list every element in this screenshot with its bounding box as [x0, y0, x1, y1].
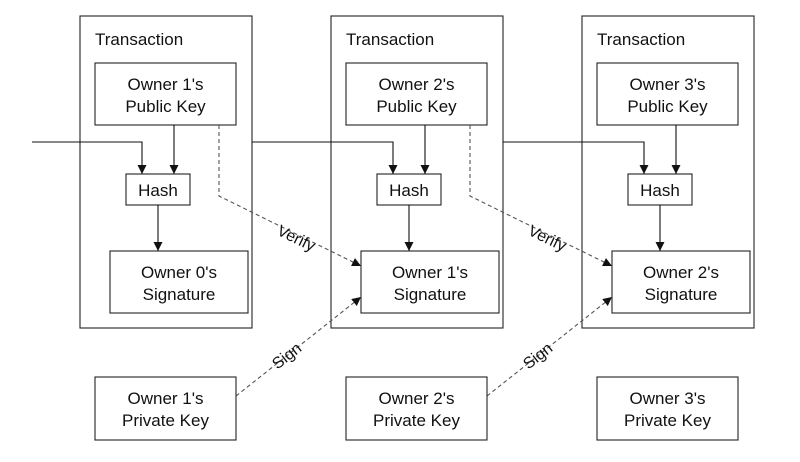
private-key-3: Owner 3's Private Key	[596, 376, 739, 441]
transaction-2-public-key-line2: Public Key	[376, 97, 457, 116]
transaction-2-public-key-line1: Owner 2's	[379, 75, 455, 94]
private-key-2-line1: Owner 2's	[379, 389, 455, 408]
transaction-1: Transaction Owner 1's Public Key Hash Ow…	[79, 15, 253, 329]
private-key-3-box	[596, 376, 739, 441]
transaction-1-signature-box	[109, 250, 249, 314]
transaction-2-signature-box	[360, 250, 500, 314]
transaction-1-signature-line1: Owner 0's	[141, 263, 217, 282]
transaction-3-hash-box	[627, 173, 693, 206]
transaction-3-public-key-box	[596, 62, 739, 126]
transaction-2-hash-label: Hash	[389, 181, 429, 200]
transaction-2-hash-box	[376, 173, 442, 206]
transaction-2: Transaction Owner 2's Public Key Hash Ow…	[330, 15, 504, 329]
chain-link-transaction-2-to-3	[503, 141, 649, 174]
private-key-3-line2: Private Key	[624, 411, 711, 430]
sign-label-1: Sign	[269, 340, 305, 373]
private-key-1-line2: Private Key	[122, 411, 209, 430]
transaction-3-signature-box	[611, 250, 751, 314]
transaction-1-public-key-box	[94, 62, 237, 126]
private-key-1-box	[94, 376, 237, 441]
transaction-3-public-key-line2: Public Key	[627, 97, 708, 116]
transaction-3-hash-label: Hash	[640, 181, 680, 200]
transaction-2-signature-line1: Owner 1's	[392, 263, 468, 282]
transaction-2-signature-line2: Signature	[394, 285, 467, 304]
transaction-1-public-key-line1: Owner 1's	[128, 75, 204, 94]
private-key-2-box	[345, 376, 488, 441]
private-key-3-line1: Owner 3's	[630, 389, 706, 408]
private-key-1-line1: Owner 1's	[128, 389, 204, 408]
transaction-1-title: Transaction	[95, 30, 183, 49]
transaction-1-signature-line2: Signature	[143, 285, 216, 304]
transaction-3-title: Transaction	[597, 30, 685, 49]
verify-label-2: Verify	[525, 223, 568, 256]
transaction-3-signature-line2: Signature	[645, 285, 718, 304]
verify-arrow-1	[218, 125, 362, 267]
transaction-3: Transaction Owner 3's Public Key Hash Ow…	[581, 15, 755, 329]
verify-label-1: Verify	[274, 223, 317, 256]
private-key-1: Owner 1's Private Key	[94, 376, 237, 441]
transaction-3-signature-line1: Owner 2's	[643, 263, 719, 282]
transaction-2-public-key-box	[345, 62, 488, 126]
transaction-2-title: Transaction	[346, 30, 434, 49]
transaction-1-hash-label: Hash	[138, 181, 178, 200]
chain-link-transaction-1-to-2	[252, 141, 398, 174]
verify-arrow-2	[469, 125, 613, 267]
transaction-3-public-key-line1: Owner 3's	[630, 75, 706, 94]
sign-arrow-2	[486, 296, 613, 397]
private-key-2: Owner 2's Private Key	[345, 376, 488, 441]
transaction-1-public-key-line2: Public Key	[125, 97, 206, 116]
chain-link-into-transaction-1	[32, 141, 147, 174]
private-key-2-line2: Private Key	[373, 411, 460, 430]
sign-label-2: Sign	[520, 340, 556, 373]
sign-arrow-1	[235, 296, 362, 397]
